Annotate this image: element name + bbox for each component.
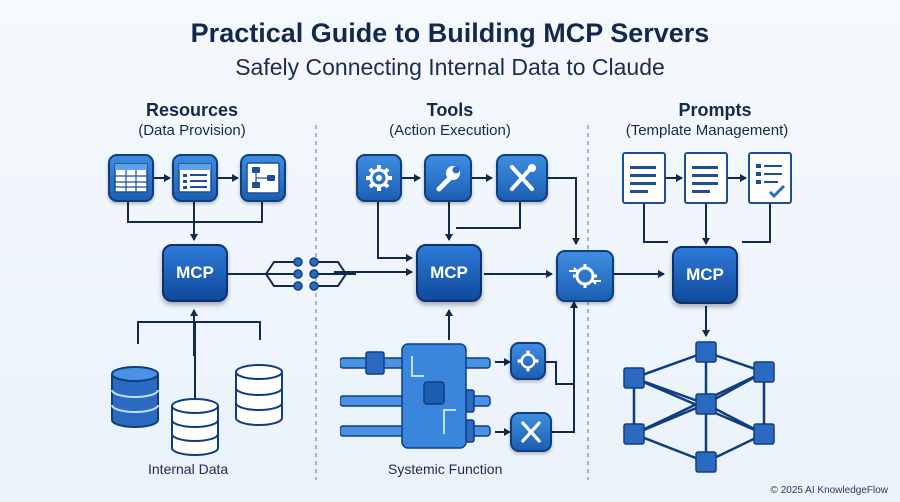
database-icon [234,364,284,426]
section-subtitle-prompts: (Template Management) [625,122,789,139]
network-cube-icon [614,338,784,478]
list-icon [172,154,218,202]
page-subtitle: Safely Connecting Internal Data to Claud… [235,54,665,80]
pipeline-icon [339,340,500,452]
section-subtitle-tools: (Action Execution) [389,122,511,139]
sync-gear-icon [556,250,614,302]
checklist-document-icon [748,152,792,204]
gear-icon [356,154,402,202]
section-title-tools: Tools [426,100,474,120]
mcp-node-tools: MCP [416,244,482,302]
section-subtitle-resources: (Data Provision) [138,122,246,139]
label-systemic-function: Systemic Function [388,461,503,477]
document-icon [684,152,728,204]
tools-icon [510,412,552,452]
document-icon [622,152,666,204]
tools-icon [496,154,548,202]
database-icon [110,366,160,428]
gear-icon [510,342,546,380]
wrench-icon [424,154,472,202]
mcp-node-resources: MCP [162,244,228,302]
label-internal-data: Internal Data [148,461,229,477]
section-title-prompts: Prompts [678,100,752,120]
mcp-node-prompts: MCP [672,246,738,304]
flowchart-icon [240,154,286,202]
table-icon [108,154,154,202]
section-title-resources: Resources [145,100,239,120]
page-title: Practical Guide to Building MCP Servers [190,18,710,48]
connector-icon [256,250,356,300]
database-icon [170,398,220,456]
copyright-text: © 2025 AI KnowledgeFlow [770,485,888,496]
